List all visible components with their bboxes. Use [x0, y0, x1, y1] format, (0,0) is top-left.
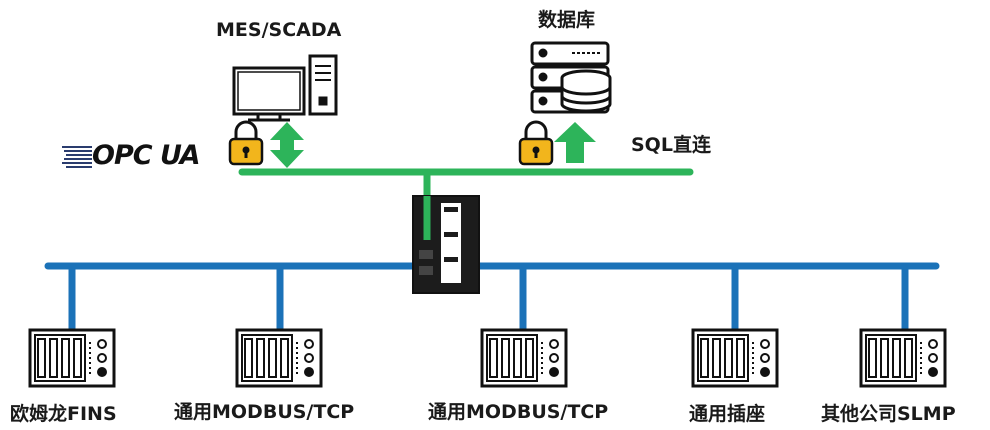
lock-icon: [518, 120, 554, 166]
device-label-5: 其他公司SLMP: [821, 403, 956, 425]
computer-icon: [232, 54, 338, 122]
plc-device-icon: [28, 328, 116, 388]
plc-device-icon: [859, 328, 947, 388]
up-arrow-icon: [554, 122, 596, 163]
device-bus: [44, 262, 940, 334]
mes-scada-label: MES/SCADA: [216, 19, 342, 41]
opc-ua-label: OPC UA: [92, 140, 201, 171]
plc-device-icon: [691, 328, 779, 388]
opc-ua-logo: [62, 146, 92, 168]
database-label: 数据库: [538, 9, 596, 31]
plc-device-icon: [235, 328, 323, 388]
bidirectional-arrow-icon: [270, 122, 304, 168]
database-icon: [530, 41, 612, 114]
plc-device-icon: [480, 328, 568, 388]
gateway-icon: [412, 195, 480, 294]
device-label-4: 通用插座: [689, 403, 766, 425]
device-label-2: 通用MODBUS/TCP: [174, 401, 355, 423]
device-label-1: 欧姆龙FINS: [10, 403, 117, 425]
device-row: [28, 328, 947, 388]
device-label-3: 通用MODBUS/TCP: [428, 401, 609, 423]
lock-icon: [228, 120, 264, 166]
sql-direct-label: SQL直连: [631, 134, 711, 156]
